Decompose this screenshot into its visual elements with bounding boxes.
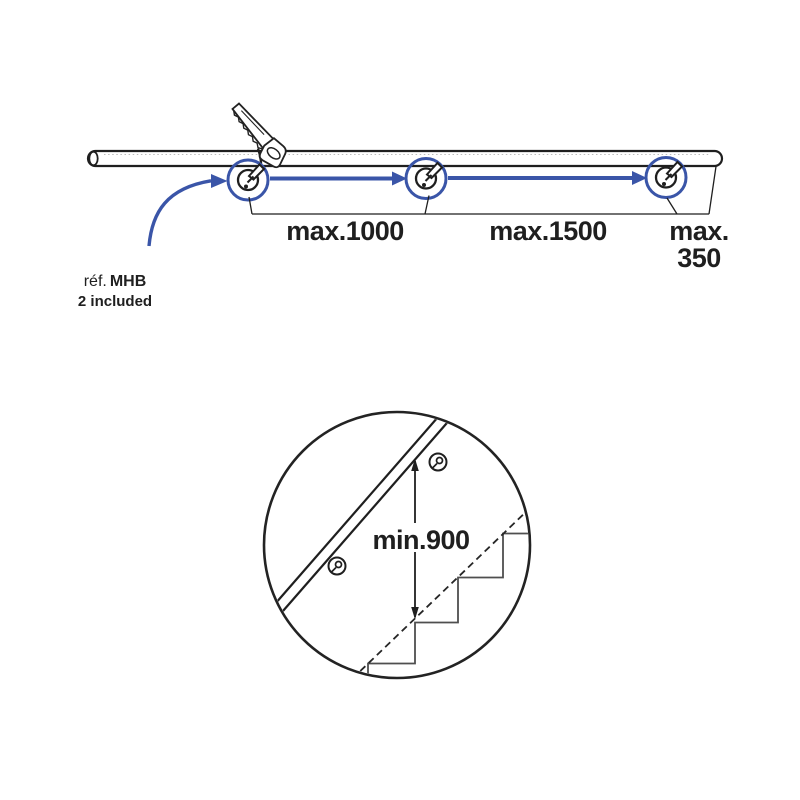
bracket-reference-label: réf.MHB 2 included: [60, 272, 170, 312]
dimension-leader-lines: [248, 166, 717, 215]
screw-icon: [428, 452, 448, 472]
ref-quantity-note: 2 included: [77, 293, 153, 310]
spacing-label-2: max.1500: [489, 216, 607, 246]
end-spacing-label-line2: 350: [677, 243, 721, 273]
stair-steps: [367, 532, 529, 676]
bracket-marker-3: [644, 156, 688, 199]
bracket-icon: [654, 160, 684, 189]
bracket-icon: [414, 161, 444, 190]
handrail-tube: [86, 149, 724, 168]
arrow-head-icon: [411, 458, 419, 471]
handrail-profile: [267, 413, 454, 620]
bracket-marker-2: [404, 157, 448, 200]
screw-icon: [327, 556, 347, 576]
end-spacing-label-line1: max.: [669, 216, 729, 246]
stair-pitch-dashed-line: [351, 507, 529, 677]
label-backing: [373, 523, 469, 552]
arrow-head-icon: [392, 171, 407, 186]
arrow-head-icon: [211, 174, 228, 188]
arrow-head-icon: [632, 171, 647, 185]
bracket-reference-line: réf.MHB: [60, 272, 170, 292]
bracket-icon: [236, 163, 266, 192]
spacing-label-1: max.1000: [286, 216, 404, 246]
bracket-marker-1: [226, 158, 270, 202]
saw-teeth: [233, 110, 264, 150]
arrow-head-icon: [411, 607, 419, 620]
spacing-arrow-2: [448, 171, 647, 185]
height-label: min.900: [372, 525, 469, 555]
ref-code: MHB: [109, 273, 147, 290]
ref-prefix: réf.: [83, 273, 107, 290]
spacing-arrow-1: [270, 171, 407, 186]
stair-detail-view: min.900: [262, 410, 532, 680]
tube-end-cap: [88, 150, 99, 167]
saw-icon: [231, 102, 287, 169]
pointer-arrow: [147, 174, 228, 247]
